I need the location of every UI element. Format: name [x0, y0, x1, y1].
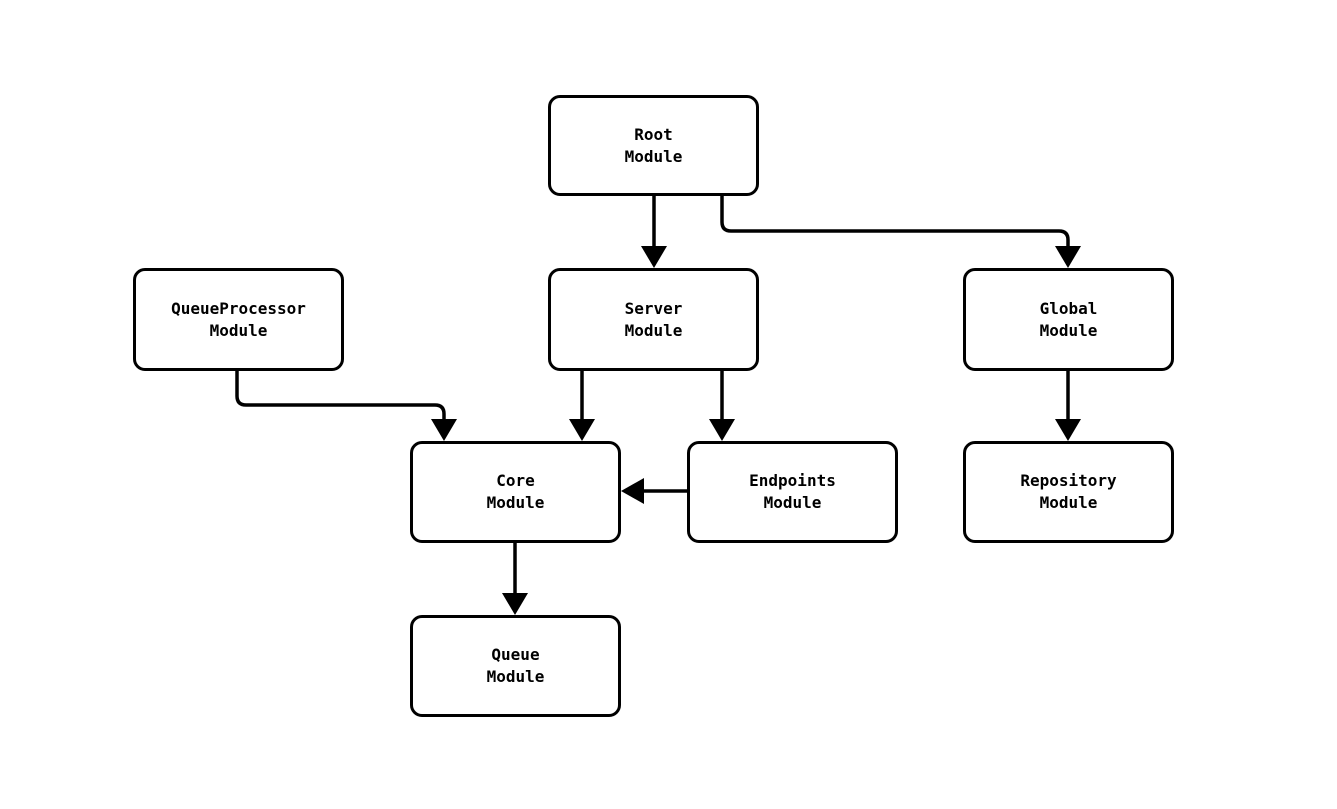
node-core-module[interactable]: Core Module [410, 441, 621, 543]
node-server-module-line2: Module [624, 320, 683, 340]
node-global-module-line2: Module [1039, 320, 1098, 340]
edge-core-to-queue [502, 543, 528, 615]
node-root-module-line2: Module [624, 146, 683, 166]
node-server-module-line1: Server [624, 298, 683, 318]
node-repository-module-line1: Repository [1020, 471, 1117, 490]
node-global-module-line1: Global [1039, 298, 1098, 318]
node-server-module[interactable]: Server Module [548, 268, 759, 371]
node-queue-module-line1: Queue [491, 645, 540, 664]
node-queue-module[interactable]: Queue Module [410, 615, 621, 717]
node-core-module-line1: Core [496, 471, 535, 490]
node-endpoints-module[interactable]: Endpoints Module [687, 441, 898, 543]
node-repository-module[interactable]: Repository Module [963, 441, 1174, 543]
node-queueprocessor-module[interactable]: QueueProcessor Module [133, 268, 344, 371]
edge-global-to-repository [1055, 371, 1081, 441]
node-global-module[interactable]: Global Module [963, 268, 1174, 371]
edge-server-to-endpoints [709, 371, 735, 441]
edge-server-to-core [569, 371, 595, 441]
node-root-module-line1: Root [634, 124, 673, 144]
node-core-module-line2: Module [486, 493, 545, 512]
node-endpoints-module-line2: Module [763, 493, 822, 512]
edge-endpoints-to-core [621, 478, 687, 504]
edge-queueprocessor-to-core [235, 371, 457, 441]
node-queueprocessor-module-line2: Module [209, 320, 268, 340]
node-repository-module-line2: Module [1039, 493, 1098, 512]
edge-root-to-global [720, 196, 1081, 268]
node-queue-module-line2: Module [486, 667, 545, 686]
node-root-module[interactable]: Root Module [548, 95, 759, 196]
node-queueprocessor-module-line1: QueueProcessor [171, 298, 306, 318]
edge-root-to-server [641, 196, 667, 268]
node-endpoints-module-line1: Endpoints [749, 471, 836, 490]
